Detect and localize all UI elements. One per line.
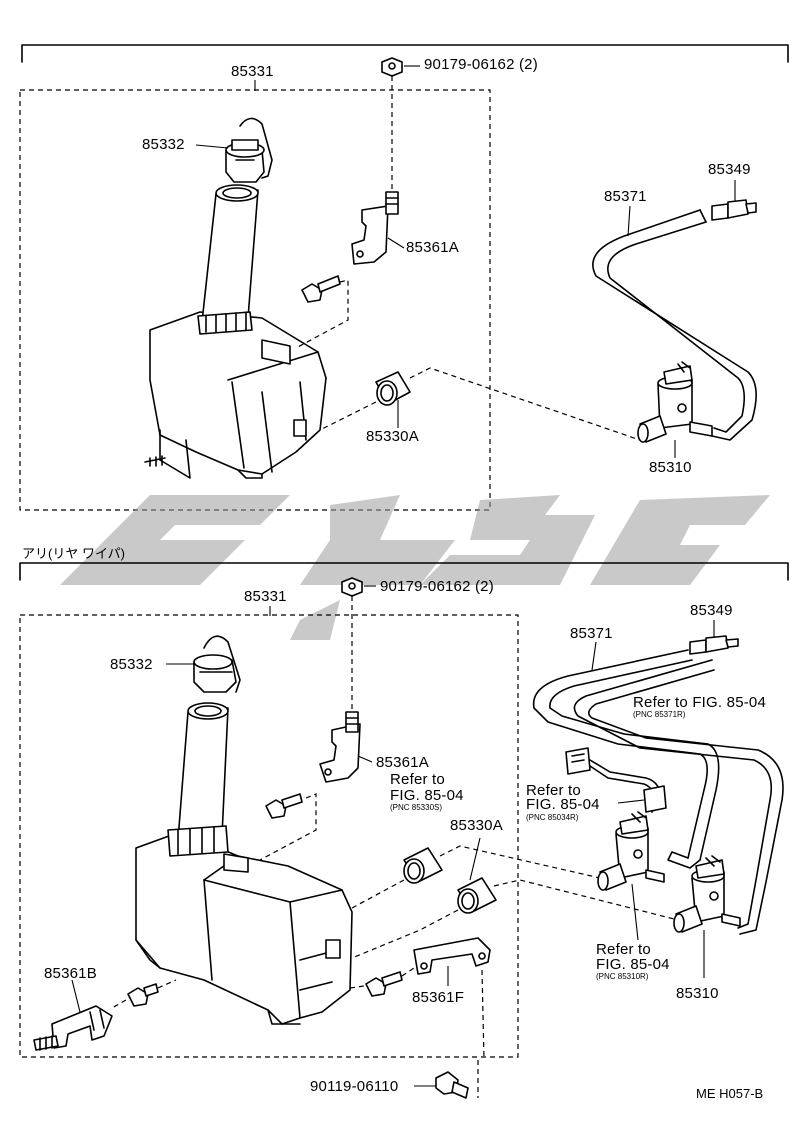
bottom-reservoir-assembly-box <box>19 614 519 1058</box>
top-label-hose: 85371 <box>604 188 647 205</box>
bottom-nut <box>341 577 363 597</box>
top-section-bracket <box>21 44 789 63</box>
bottom-bracket-b <box>33 1005 113 1051</box>
grommet-ref-pnc: (PNC 85330S) <box>390 803 443 812</box>
top-grommet <box>375 371 411 406</box>
grommet-ref-title: Refer to <box>390 771 445 788</box>
pump-ref-pnc: (PNC 85310R) <box>596 972 649 981</box>
bottom-label-pump: 85310 <box>676 985 719 1002</box>
bottom-label-bolt-nut: 90179-06162 (2) <box>380 578 494 595</box>
top-bracket-leader <box>387 237 405 249</box>
bottom-label-bracket-f: 85361F <box>412 989 465 1006</box>
top-cap-leader <box>195 144 229 149</box>
bottom-label-nozzle: 85349 <box>690 602 733 619</box>
top-label-grommet: 85330A <box>366 428 419 445</box>
bottom-grommet-leader <box>469 837 481 881</box>
bottom-bolt-f-dashed-leader <box>349 967 415 989</box>
top-label-bracket: 85361A <box>406 239 459 256</box>
bottom-pump-2 <box>673 855 741 933</box>
bottom-bolt-90119-dashed-leader <box>477 969 485 1098</box>
top-label-nozzle: 85349 <box>708 161 751 178</box>
bottom-label-bolt: 90119-06110 <box>310 1078 399 1095</box>
bottom-pump-ref-leader <box>631 883 639 941</box>
wire-ref-fig: FIG. 85-04 <box>526 796 600 813</box>
top-label-cap: 85332 <box>142 136 185 153</box>
top-nozzle <box>711 199 757 221</box>
bottom-bracket-a-leader <box>357 755 373 763</box>
top-nut <box>381 57 403 77</box>
wire-ref-title: Refer to <box>526 782 581 799</box>
top-hose-leader <box>627 205 631 237</box>
top-reservoir-tank <box>144 184 327 479</box>
bottom-bolt-90119 <box>435 1071 469 1099</box>
bottom-label-cap: 85332 <box>110 656 153 673</box>
top-pump-dashed-leader <box>409 367 641 441</box>
bottom-bolt-b-dashed-leader <box>111 979 177 1009</box>
bottom-bolt-a-dashed-leader <box>259 793 317 861</box>
top-label-reservoir: 85331 <box>231 63 274 80</box>
bottom-label-grommet: 85330A <box>450 817 503 834</box>
bottom-small-bolt-b <box>127 983 159 1007</box>
hose-ref-pnc: (PNC 85371R) <box>633 710 686 719</box>
bottom-nozzle <box>689 635 739 655</box>
bottom-section <box>19 562 789 1099</box>
bottom-bracket-b-leader <box>71 979 81 1013</box>
bottom-wire-ref-leader <box>617 799 645 804</box>
top-bolt-dashed-leader <box>295 279 349 349</box>
bottom-hose <box>532 649 784 935</box>
bottom-hose-leader <box>591 641 597 671</box>
top-cap <box>225 117 273 183</box>
bottom-bracket-a <box>319 711 361 783</box>
bottom-wire-harness <box>565 747 667 813</box>
bottom-label-reservoir: 85331 <box>244 588 287 605</box>
bottom-pump-1 <box>597 811 665 891</box>
bottom-label-hose: 85371 <box>570 625 613 642</box>
bottom-grommet-1 <box>403 847 443 884</box>
bottom-label-bracket-a: 85361A <box>376 754 429 771</box>
top-bracket <box>351 191 399 265</box>
bottom-section-caption: アリ(リヤ ワイパ) <box>22 546 126 561</box>
watermark-logo <box>60 495 770 640</box>
bottom-cap <box>193 635 241 693</box>
bottom-reservoir-tank <box>135 702 353 1025</box>
wire-ref-pnc: (PNC 85034R) <box>526 813 579 822</box>
pump-ref-fig: FIG. 85-04 <box>596 956 670 973</box>
grommet-ref-fig: FIG. 85-04 <box>390 787 464 804</box>
bottom-grommet-2 <box>457 877 497 914</box>
bottom-section-bracket <box>19 562 789 581</box>
hose-ref: Refer to FIG. 85-04 <box>633 694 767 711</box>
bottom-small-bolt-a <box>265 793 303 819</box>
bottom-grommet-dashed-leaders <box>351 845 679 959</box>
top-hose <box>592 209 757 441</box>
top-grommet-dashed-leader <box>319 401 377 431</box>
top-pump <box>637 361 713 443</box>
top-label-pump: 85310 <box>649 459 692 476</box>
top-label-bolt-nut: 90179-06162 (2) <box>424 56 538 73</box>
bottom-bracket-f <box>413 937 491 975</box>
top-section <box>19 44 789 511</box>
top-small-bolt <box>301 275 341 303</box>
bottom-small-bolt-f <box>365 971 403 997</box>
bottom-label-bracket-b: 85361B <box>44 965 97 982</box>
figure-id: ME H057-B <box>696 1086 764 1101</box>
pump-ref-title: Refer to <box>596 941 651 958</box>
